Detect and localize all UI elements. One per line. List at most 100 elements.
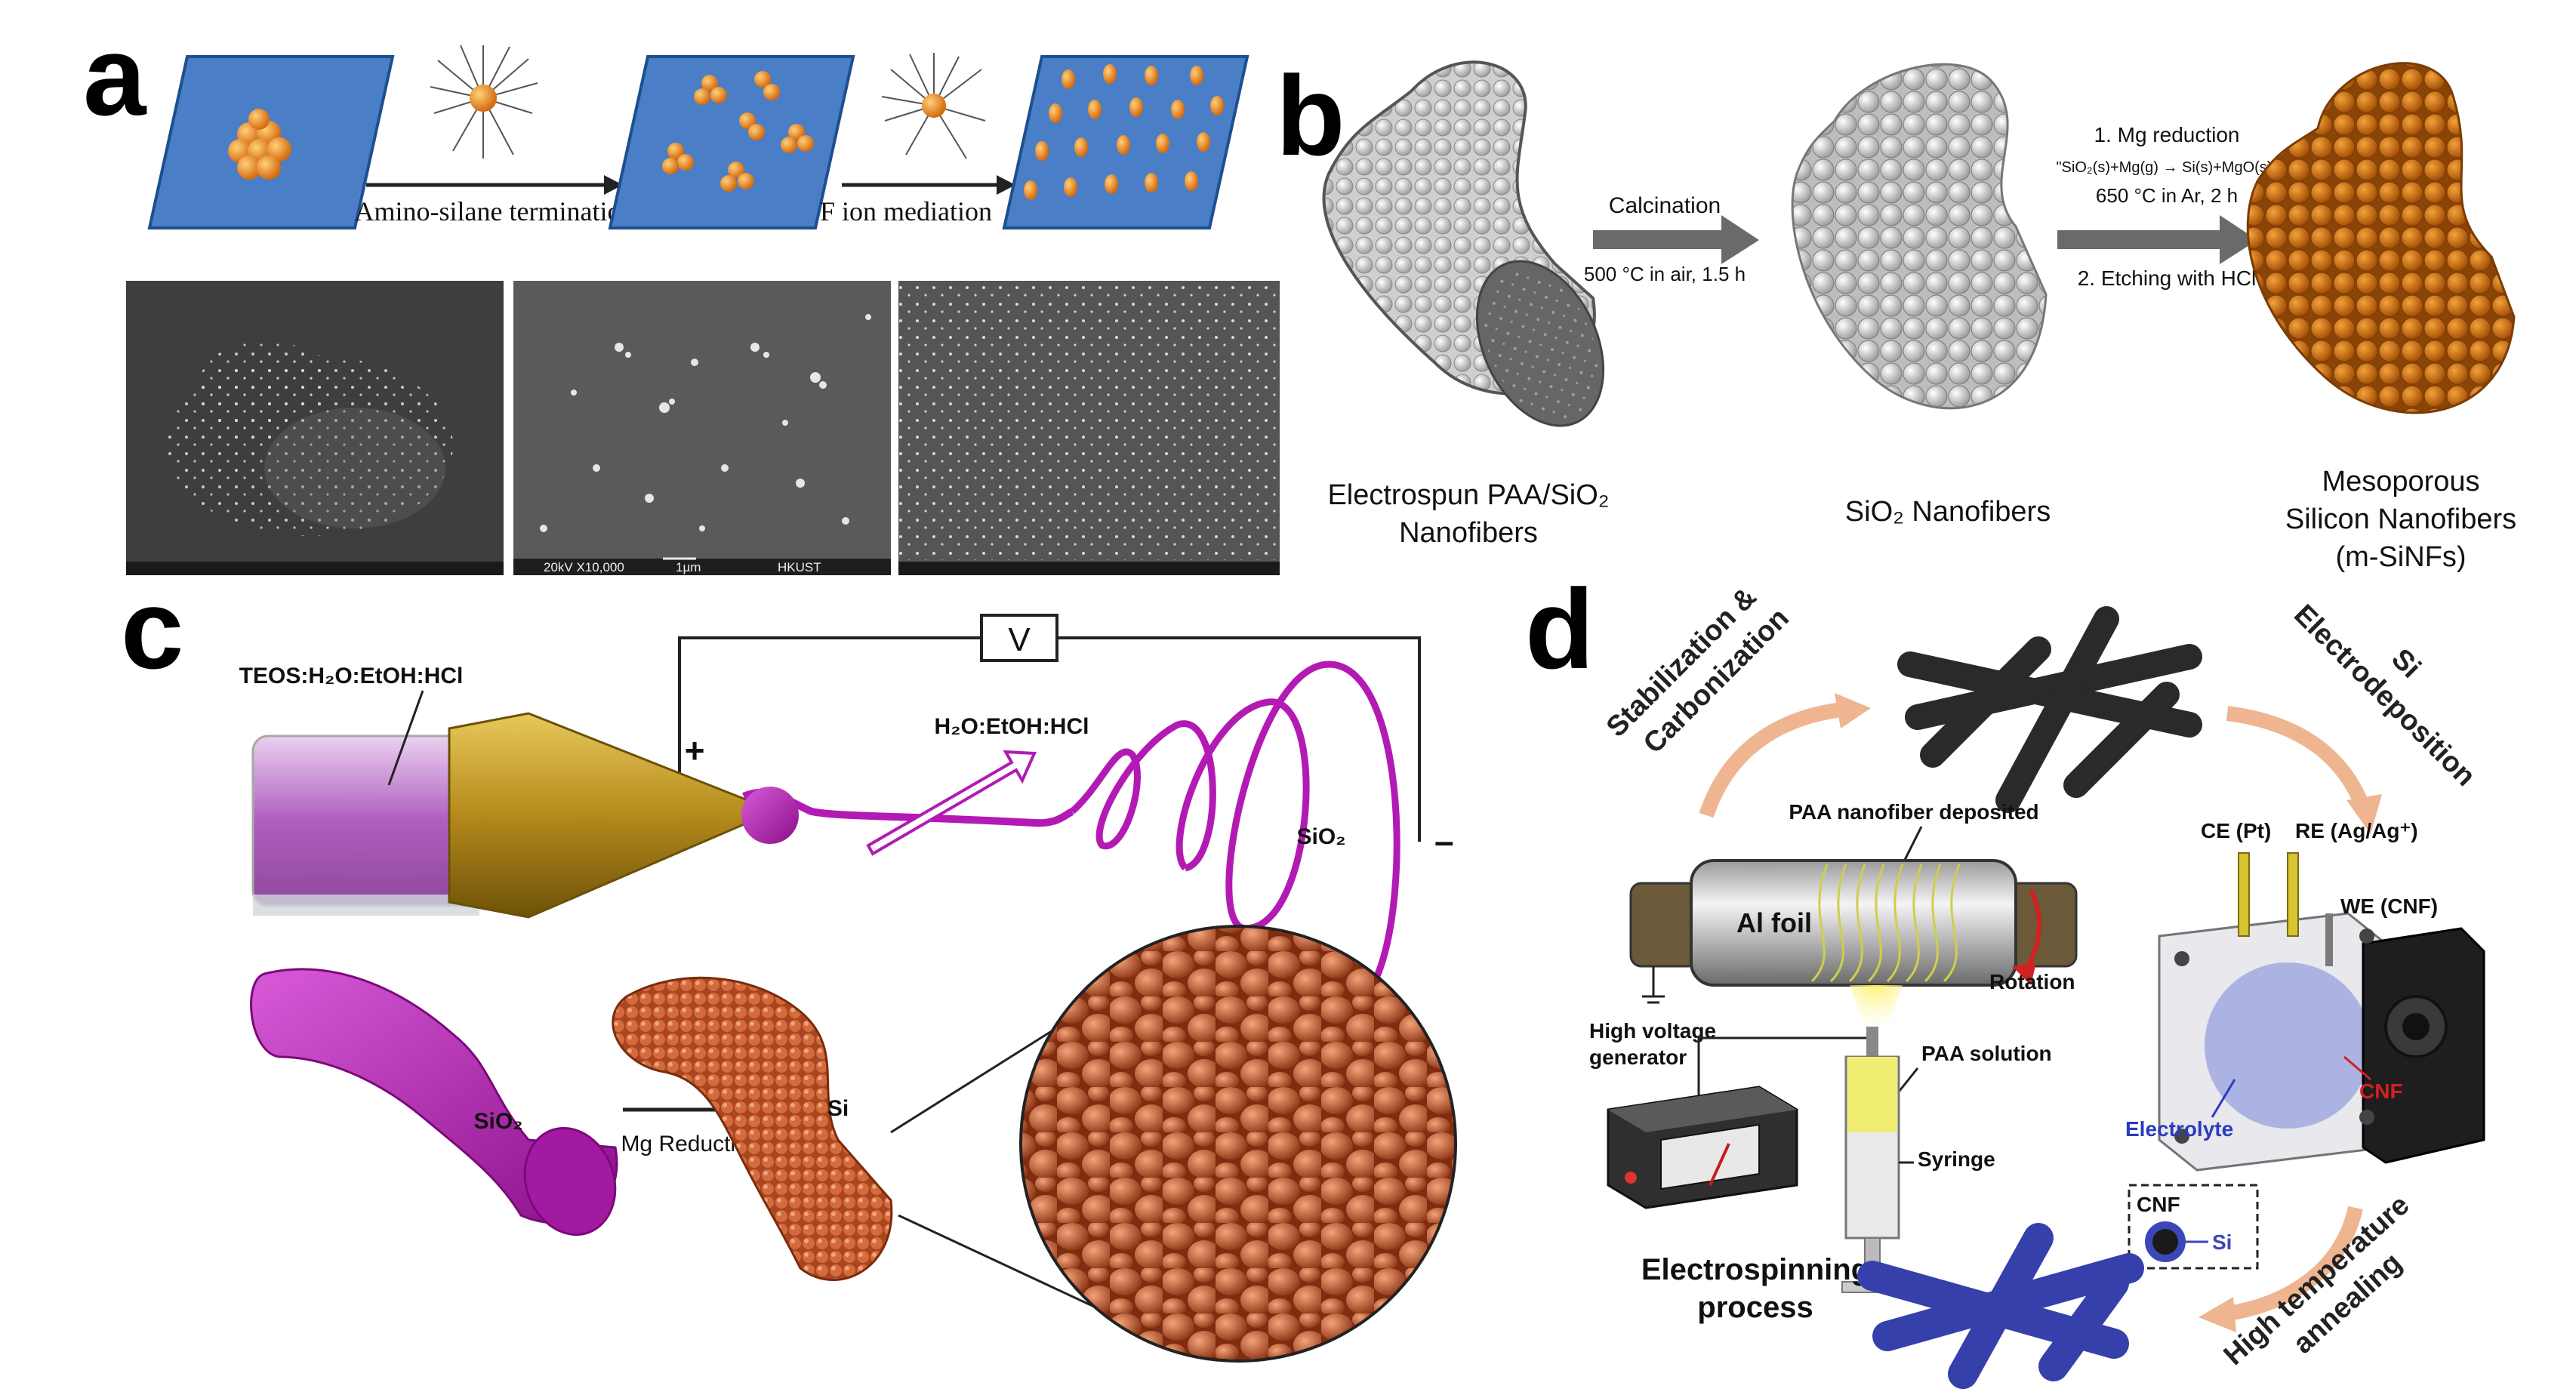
panel-c: c V + – TEOS:H₂O:EtOH:HCl <box>121 565 1457 1363</box>
zoom-inset <box>1019 925 1457 1363</box>
substrate-1 <box>147 55 395 229</box>
electrodeposition-line-2: Electrodeposition <box>2288 599 2482 793</box>
inset-cnf-label: CNF <box>2137 1193 2180 1216</box>
annealing-arrowhead <box>2199 1297 2236 1332</box>
spray-beam <box>1850 985 1903 1027</box>
annealing-arrow <box>2226 1206 2363 1321</box>
ce-label: CE (Pt) <box>2201 819 2271 842</box>
cnf-red-label: CNF <box>2359 1079 2403 1103</box>
syringe-barrel <box>251 734 481 916</box>
si-coated-fibers <box>1857 1223 2144 1389</box>
voltage-label: V <box>1008 621 1031 658</box>
panel-label-c: c <box>121 565 183 692</box>
paa-solution-label: PAA solution <box>1921 1042 2052 1065</box>
electrodeposition-label: Si Electrodeposition <box>2288 599 2482 793</box>
etching-step: 2. Etching with HCl <box>2078 266 2257 290</box>
substrate-3 <box>1002 55 1249 229</box>
panel-b: b Calcination 500 °C in air, 1.5 h 1. Mg… <box>1276 52 2516 573</box>
gauge-face <box>1660 1123 1760 1190</box>
core-shell-inset <box>2128 1184 2259 1270</box>
amino-silane-molecule-icon <box>430 45 538 159</box>
hv-generator <box>1607 1086 1798 1209</box>
re-electrode <box>2287 852 2299 937</box>
stabilization-arrow <box>1699 702 1844 818</box>
process-line-1: Electrospinning <box>1641 1253 1869 1286</box>
ce-electrode <box>2238 852 2250 937</box>
we-electrode <box>2325 913 2333 966</box>
electrochemical-cell <box>2158 852 2485 1172</box>
stage-1-line-1: Electrospun PAA/SiO₂ <box>1327 479 1609 511</box>
electrolyte-label: Electrolyte <box>2125 1117 2233 1141</box>
si-fiber-3d <box>612 976 893 1281</box>
sio2-fiber-3d <box>250 968 618 1236</box>
panel-a: a Amino-silane termination <box>83 12 1280 575</box>
vapor-arrow <box>866 750 1037 856</box>
rotation-arrowhead <box>2012 962 2036 985</box>
rotation-label: Rotation <box>1989 970 2075 993</box>
deposited-fibers <box>1810 864 1961 983</box>
si-fiber-label: Si <box>827 1096 849 1121</box>
substrate-2 <box>608 55 855 229</box>
circuit-wire <box>678 614 1421 842</box>
stabilization-arrowhead <box>1835 693 1871 728</box>
stage-1-line-2: Nanofibers <box>1399 517 1538 549</box>
stage-3-line-3: (m-SiNFs) <box>2335 541 2466 573</box>
hv-label-1: High voltage <box>1589 1019 1716 1042</box>
stage-3-line-1: Mesoporous <box>2322 466 2479 497</box>
reduction-equation: "SiO₂(s)+Mg(g) → Si(s)+MgO(s)" <box>2056 159 2277 176</box>
hv-label-2: generator <box>1589 1046 1687 1069</box>
dispersed-particles <box>1024 64 1224 200</box>
sem-2-instrument: HKUST <box>778 560 821 574</box>
process-line-2: process <box>1697 1291 1813 1324</box>
stage-labels: Electrospun PAA/SiO₂ Nanofibers SiO₂ Nan… <box>1327 466 2516 573</box>
arrow-1-label: Amino-silane termination <box>355 196 635 226</box>
taylor-cone-jet <box>741 787 1074 844</box>
panel-label-a: a <box>83 12 147 139</box>
arrow-2: F ion mediation <box>820 175 1015 226</box>
carbon-nanofibers <box>1897 606 2202 813</box>
electrodeposition-line-1: Si <box>2385 643 2427 685</box>
paa-deposited-label: PAA nanofiber deposited <box>1789 800 2038 824</box>
arrow-2-label: F ion mediation <box>820 196 992 226</box>
reduction-conditions: 650 °C in Ar, 2 h <box>2096 184 2238 207</box>
al-foil-label: Al foil <box>1736 907 1812 938</box>
plus-sign: + <box>685 731 705 770</box>
panel-d: d Stabilization & Carbonization Si Elect… <box>1525 565 2485 1389</box>
panel-label-d: d <box>1525 565 1595 692</box>
stage-2: SiO₂ Nanofibers <box>1845 496 2051 528</box>
sem-2-info: 20kV X10,000 <box>544 560 624 574</box>
arrow-1: Amino-silane termination <box>355 175 635 226</box>
syringe-label: Syringe <box>1918 1147 1995 1171</box>
reduction-step-1: 1. Mg reduction <box>2094 123 2240 146</box>
sio2-nanofiber-3d <box>1791 63 2048 410</box>
stage-3-line-2: Silicon Nanofibers <box>2285 504 2516 535</box>
sio2-spiral-label: SiO₂ <box>1296 824 1345 849</box>
sem-2-scale: 1µm <box>676 560 701 574</box>
re-label: RE (Ag/Ag⁺) <box>2295 819 2418 842</box>
vapor-label: H₂O:EtOH:HCl <box>935 714 1089 739</box>
calcination-conditions: 500 °C in air, 1.5 h <box>1584 263 1746 285</box>
calcination-label: Calcination <box>1609 193 1721 218</box>
particle-groups <box>662 71 814 192</box>
we-label: WE (CNF) <box>2340 895 2438 918</box>
electrodeposition-arrow <box>2226 706 2371 811</box>
panel-label-b: b <box>1276 52 1345 179</box>
inset-si-label: Si <box>2212 1230 2232 1254</box>
polymer-fiber-3d <box>1322 60 1605 427</box>
sem-image-2: 20kV X10,000 1µm HKUST <box>513 281 891 575</box>
minus-sign: – <box>1434 821 1454 861</box>
silicon-nanofiber-3d <box>2246 62 2516 414</box>
sem-image-3 <box>898 281 1280 575</box>
sio2-fiber-label: SiO₂ <box>473 1109 522 1134</box>
sem-image-1 <box>126 281 504 575</box>
solution-label: TEOS:H₂O:EtOH:HCl <box>239 664 464 688</box>
calcination-arrow: Calcination 500 °C in air, 1.5 h <box>1584 193 1759 285</box>
ground-symbol-icon <box>1642 966 1665 1004</box>
particle-cluster <box>228 109 291 180</box>
drum-collector <box>1629 859 2078 987</box>
gauge-needle <box>1709 1143 1730 1186</box>
fluoride-molecule-icon <box>881 53 986 159</box>
reduction-arrow: 1. Mg reduction "SiO₂(s)+Mg(g) → Si(s)+M… <box>2056 123 2277 290</box>
electrodeposition-arrowhead <box>2346 794 2382 834</box>
